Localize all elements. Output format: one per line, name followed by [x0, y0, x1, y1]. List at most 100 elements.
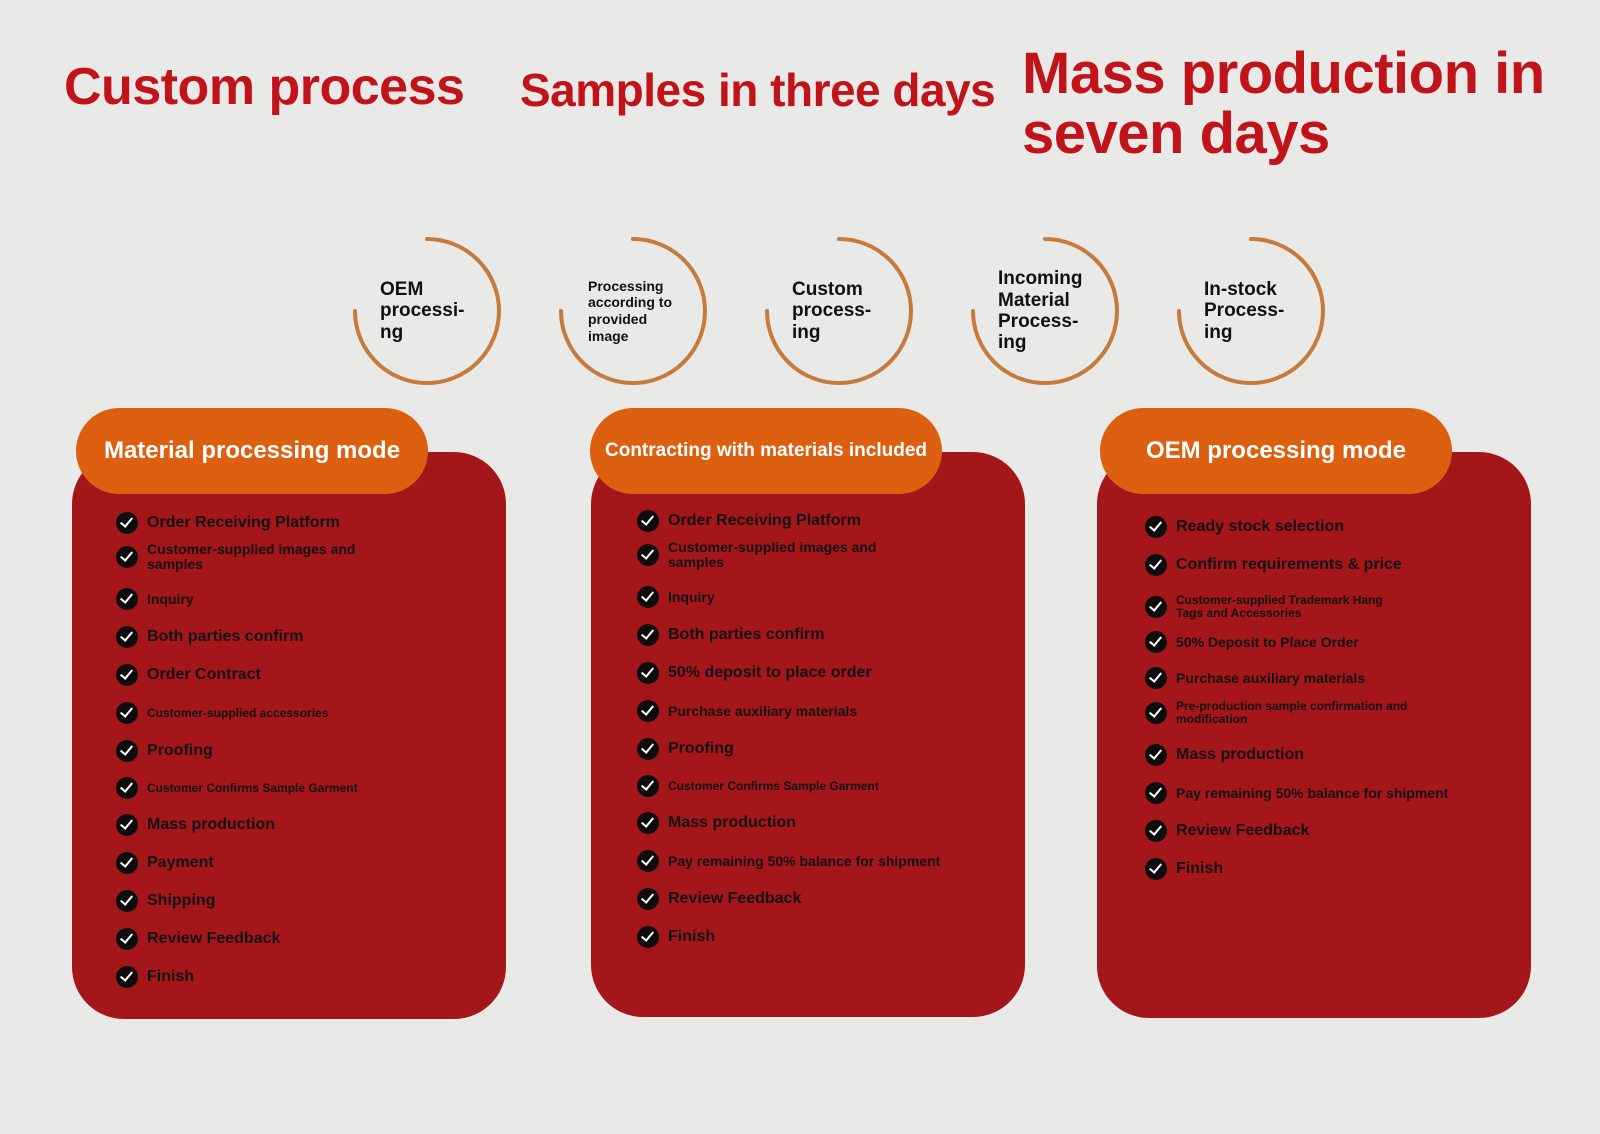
ring-arc-icon	[971, 237, 1119, 385]
check-icon	[1145, 595, 1167, 618]
list-item: Shipping	[116, 890, 456, 912]
list-item: Mass production	[116, 814, 456, 836]
list-item: Pre-production sample confirmation and m…	[1145, 700, 1435, 725]
check-icon	[1145, 516, 1167, 538]
step-label: Pre-production sample confirmation and m…	[1176, 699, 1408, 726]
ring-label: OEM processi- ng	[380, 279, 465, 343]
list-item: Customer-supplied images and samples	[116, 542, 356, 571]
check-icon	[1145, 631, 1167, 653]
ring-label: In-stock Process- ing	[1204, 279, 1285, 343]
list-item: Mass production	[637, 812, 977, 834]
step-label: Both parties confirm	[147, 627, 304, 645]
list-item: Review Feedback	[637, 888, 977, 910]
card-contracting-materials	[591, 452, 1025, 1017]
list-item: Order Receiving Platform	[637, 510, 977, 532]
list-item: Review Feedback	[1145, 820, 1485, 842]
check-icon	[116, 512, 138, 534]
check-icon	[116, 777, 138, 799]
check-icon	[637, 775, 659, 797]
check-icon	[637, 662, 659, 684]
check-icon	[637, 510, 659, 532]
ring-in-stock-processing: In-stock Process- ing	[1176, 236, 1326, 386]
list-item: Customer Confirms Sample Garment	[116, 777, 456, 799]
ring-incoming-material: Incoming Material Process- ing	[970, 236, 1120, 386]
list-item: Payment	[116, 852, 456, 874]
ring-label: Processing according to provided image	[588, 277, 673, 344]
step-label: Customer-supplied accessories	[147, 705, 329, 720]
step-label: Inquiry	[668, 588, 715, 605]
headline-mass-production: Mass production in seven days	[1022, 41, 1545, 167]
step-label: Pay remaining 50% balance for shipment	[668, 852, 941, 869]
check-icon	[637, 624, 659, 646]
list-item: Inquiry	[637, 586, 977, 608]
list-item: Confirm requirements & price	[1145, 554, 1485, 576]
list-item: Proofing	[116, 740, 456, 762]
pill-material-processing-mode: Material processing mode	[76, 408, 428, 494]
check-icon	[116, 740, 138, 762]
list-item: Purchase auxiliary materials	[637, 700, 977, 722]
check-icon	[116, 928, 138, 950]
step-label: Proofing	[147, 741, 213, 759]
ring-custom-processing: Custom process- ing	[764, 236, 914, 386]
step-label: Proofing	[668, 739, 734, 757]
step-label: Customer Confirms Sample Garment	[147, 780, 358, 795]
check-icon	[1145, 667, 1167, 689]
step-label: Finish	[147, 967, 195, 985]
step-label: Inquiry	[147, 590, 194, 607]
step-label: 50% Deposit to Place Order	[1176, 633, 1359, 650]
step-label: Order Receiving Platform	[147, 513, 340, 531]
step-label: Order Receiving Platform	[668, 511, 861, 529]
list-item: 50% Deposit to Place Order	[1145, 631, 1485, 653]
step-label: Customer-supplied images and samples	[147, 541, 356, 572]
check-icon	[637, 543, 659, 566]
step-label: Purchase auxiliary materials	[668, 702, 858, 719]
step-label: Review Feedback	[1176, 821, 1310, 839]
check-icon	[637, 926, 659, 948]
list-item: Order Contract	[116, 664, 456, 686]
list-item: Finish	[637, 926, 977, 948]
list-item: Pay remaining 50% balance for shipment	[1145, 782, 1485, 804]
ring-label: Incoming Material Process- ing	[998, 268, 1083, 354]
ring-processing-provided-image: Processing according to provided image	[558, 236, 708, 386]
step-label: Pay remaining 50% balance for shipment	[1176, 784, 1449, 801]
card-material-processing	[72, 452, 506, 1019]
list-item: Customer-supplied Trademark Hang Tags an…	[1145, 594, 1390, 619]
step-label: Confirm requirements & price	[1176, 555, 1402, 573]
step-label: Mass production	[147, 815, 276, 833]
check-icon	[116, 852, 138, 874]
check-icon	[637, 700, 659, 722]
list-item: Review Feedback	[116, 928, 456, 950]
step-label: Finish	[668, 927, 716, 945]
list-item: Proofing	[637, 738, 977, 760]
check-icon	[637, 850, 659, 872]
check-icon	[116, 664, 138, 686]
step-label: Finish	[1176, 859, 1224, 877]
ring-arc-icon	[1177, 237, 1325, 385]
check-icon	[1145, 858, 1167, 880]
step-label: Purchase auxiliary materials	[1176, 669, 1366, 686]
check-icon	[1145, 554, 1167, 576]
step-label: Shipping	[147, 891, 216, 909]
check-icon	[116, 966, 138, 988]
check-icon	[1145, 744, 1167, 766]
step-label: Review Feedback	[668, 889, 802, 907]
ring-arc-icon	[353, 237, 501, 385]
list-item: Customer-supplied images and samples	[637, 540, 877, 569]
check-icon	[116, 588, 138, 610]
list-item: Pay remaining 50% balance for shipment	[637, 850, 977, 872]
pill-oem-processing-mode: OEM processing mode	[1100, 408, 1452, 494]
step-label: Order Contract	[147, 665, 261, 683]
list-item: Finish	[116, 966, 456, 988]
step-label: Mass production	[1176, 745, 1305, 763]
step-label: Payment	[147, 853, 214, 871]
list-item: Both parties confirm	[116, 626, 456, 648]
list-item: Purchase auxiliary materials	[1145, 667, 1485, 689]
check-icon	[1145, 701, 1167, 724]
check-icon	[637, 738, 659, 760]
list-item: Finish	[1145, 858, 1485, 880]
ring-arc-icon	[559, 237, 707, 385]
step-label: Customer-supplied images and samples	[668, 539, 877, 570]
check-icon	[1145, 782, 1167, 804]
check-icon	[637, 888, 659, 910]
check-icon	[116, 702, 138, 724]
